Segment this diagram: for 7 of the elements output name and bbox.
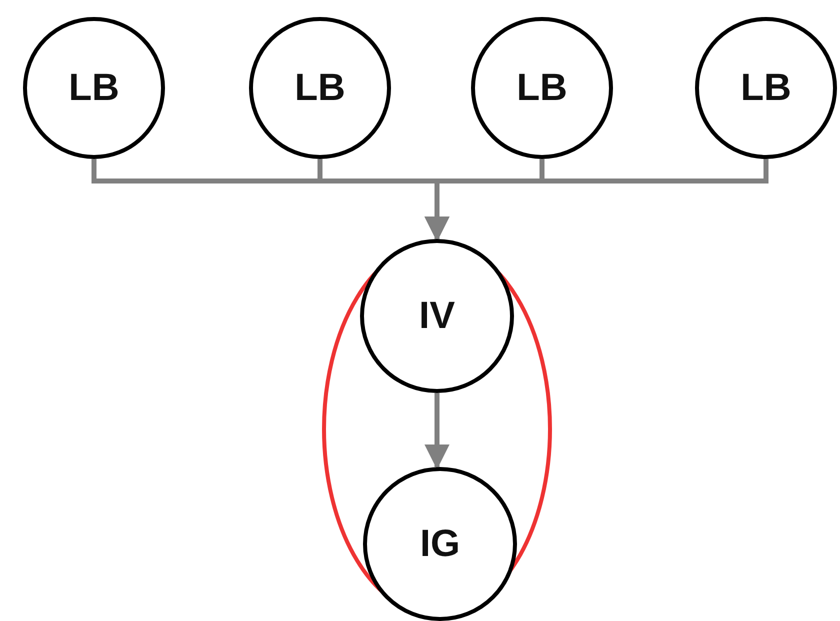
- arrow: [424, 393, 450, 470]
- node-label: LB: [516, 66, 568, 110]
- node-label: LB: [740, 66, 792, 110]
- node-label: LB: [68, 66, 120, 110]
- node-label: LB: [294, 66, 346, 110]
- node-label: IV: [419, 294, 455, 338]
- node-label: IG: [420, 522, 460, 566]
